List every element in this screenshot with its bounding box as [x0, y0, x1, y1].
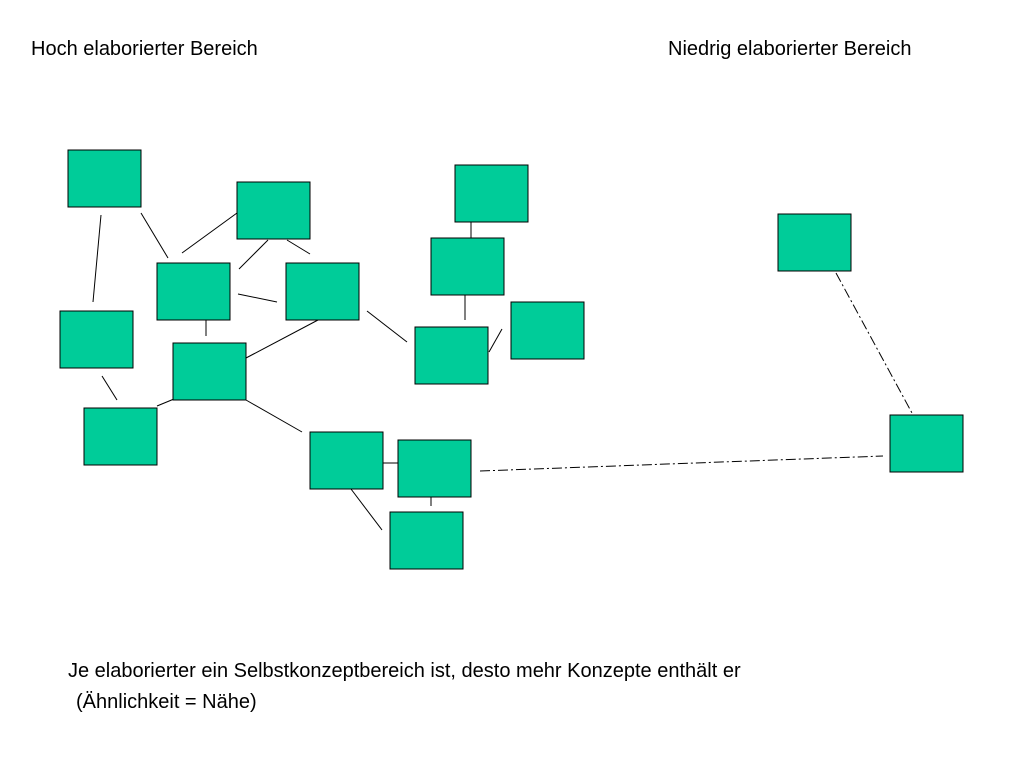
concept-node	[454, 164, 529, 223]
caption-line-1: Je elaborierter ein Selbstkonzeptbereich…	[68, 660, 741, 682]
concept-link	[245, 319, 319, 359]
concept-node	[285, 262, 360, 321]
concept-link	[101, 375, 118, 401]
concept-link	[366, 310, 408, 343]
concept-link	[181, 212, 238, 254]
concept-node	[236, 181, 311, 240]
concept-link-dashed	[835, 272, 913, 414]
concept-link	[237, 293, 278, 303]
concept-link	[156, 398, 175, 407]
concept-node	[430, 237, 505, 296]
concept-link-dashed	[479, 455, 884, 472]
concept-network-diagram	[59, 149, 964, 570]
concept-node	[397, 439, 472, 498]
concept-link	[350, 488, 383, 531]
concept-node	[510, 301, 585, 360]
concept-node	[67, 149, 142, 208]
heading-low-elaborated: Niedrig elaborierter Bereich	[668, 38, 912, 60]
concept-link	[488, 328, 503, 353]
concept-node	[889, 414, 964, 473]
concept-node	[309, 431, 384, 490]
concept-node	[156, 262, 231, 321]
concept-node	[414, 326, 489, 385]
concept-node	[777, 213, 852, 272]
concept-node	[172, 342, 247, 401]
concept-node	[83, 407, 158, 466]
concept-link	[92, 214, 102, 303]
heading-high-elaborated: Hoch elaborierter Bereich	[31, 38, 258, 60]
concept-node	[389, 511, 464, 570]
concept-link	[245, 399, 303, 433]
caption-line-2: (Ähnlichkeit = Nähe)	[76, 691, 257, 713]
concept-node	[59, 310, 134, 369]
concept-link	[238, 239, 269, 270]
concept-link	[286, 239, 311, 255]
concept-link	[140, 212, 169, 259]
